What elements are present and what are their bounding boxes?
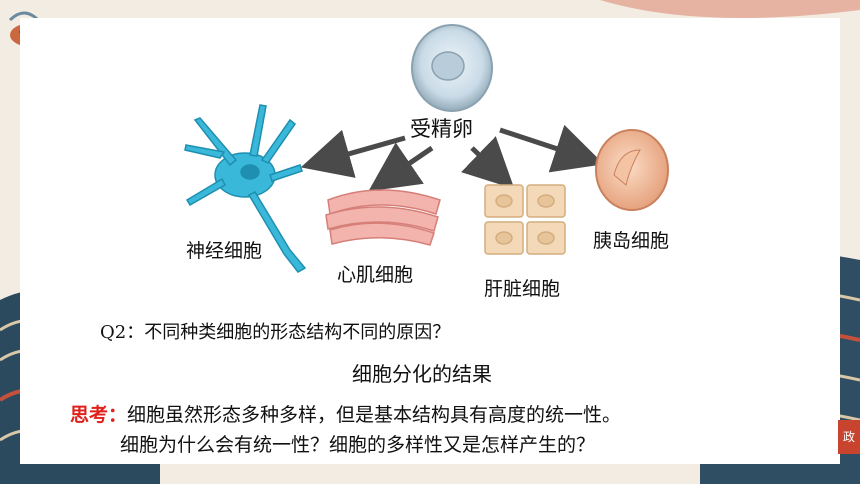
think-keyword: 思考： [70,404,128,426]
islet-cell-icon [595,129,669,211]
liver-cell-icon [484,184,566,255]
arrow-to-islet [499,124,604,173]
zygote-cell-icon [411,24,493,112]
think-line-2: 细胞为什么会有统一性？细胞的多样性又是怎样产生的？ [120,434,596,456]
cardiac-muscle-label: 心肌细胞 [337,264,414,286]
zygote-label: 受精卵 [410,117,473,141]
answer-text: 细胞分化的结果 [352,362,492,386]
corner-stamp: 政 [838,420,860,454]
question-text: Q2：不同种类细胞的形态结构不同的原因？ [100,322,451,343]
liver-cell-label: 肝脏细胞 [484,278,561,300]
think-line-1: 细胞虽然形态多种多样，但是基本结构具有高度的统一性。 [127,404,622,426]
arrow-to-neuron [300,129,406,178]
arrow-to-liver [461,136,515,189]
neuron-cell-icon [184,104,307,273]
cardiac-muscle-cell-icon [325,189,441,246]
neuron-label: 神经细胞 [186,240,263,262]
corner-stamp-text: 政 [842,430,855,444]
arrow-to-muscle [368,142,434,192]
islet-cell-label: 胰岛细胞 [593,230,670,252]
think-paragraph: 思考：细胞虽然形态多种多样，但是基本结构具有高度的统一性。 [70,400,621,427]
